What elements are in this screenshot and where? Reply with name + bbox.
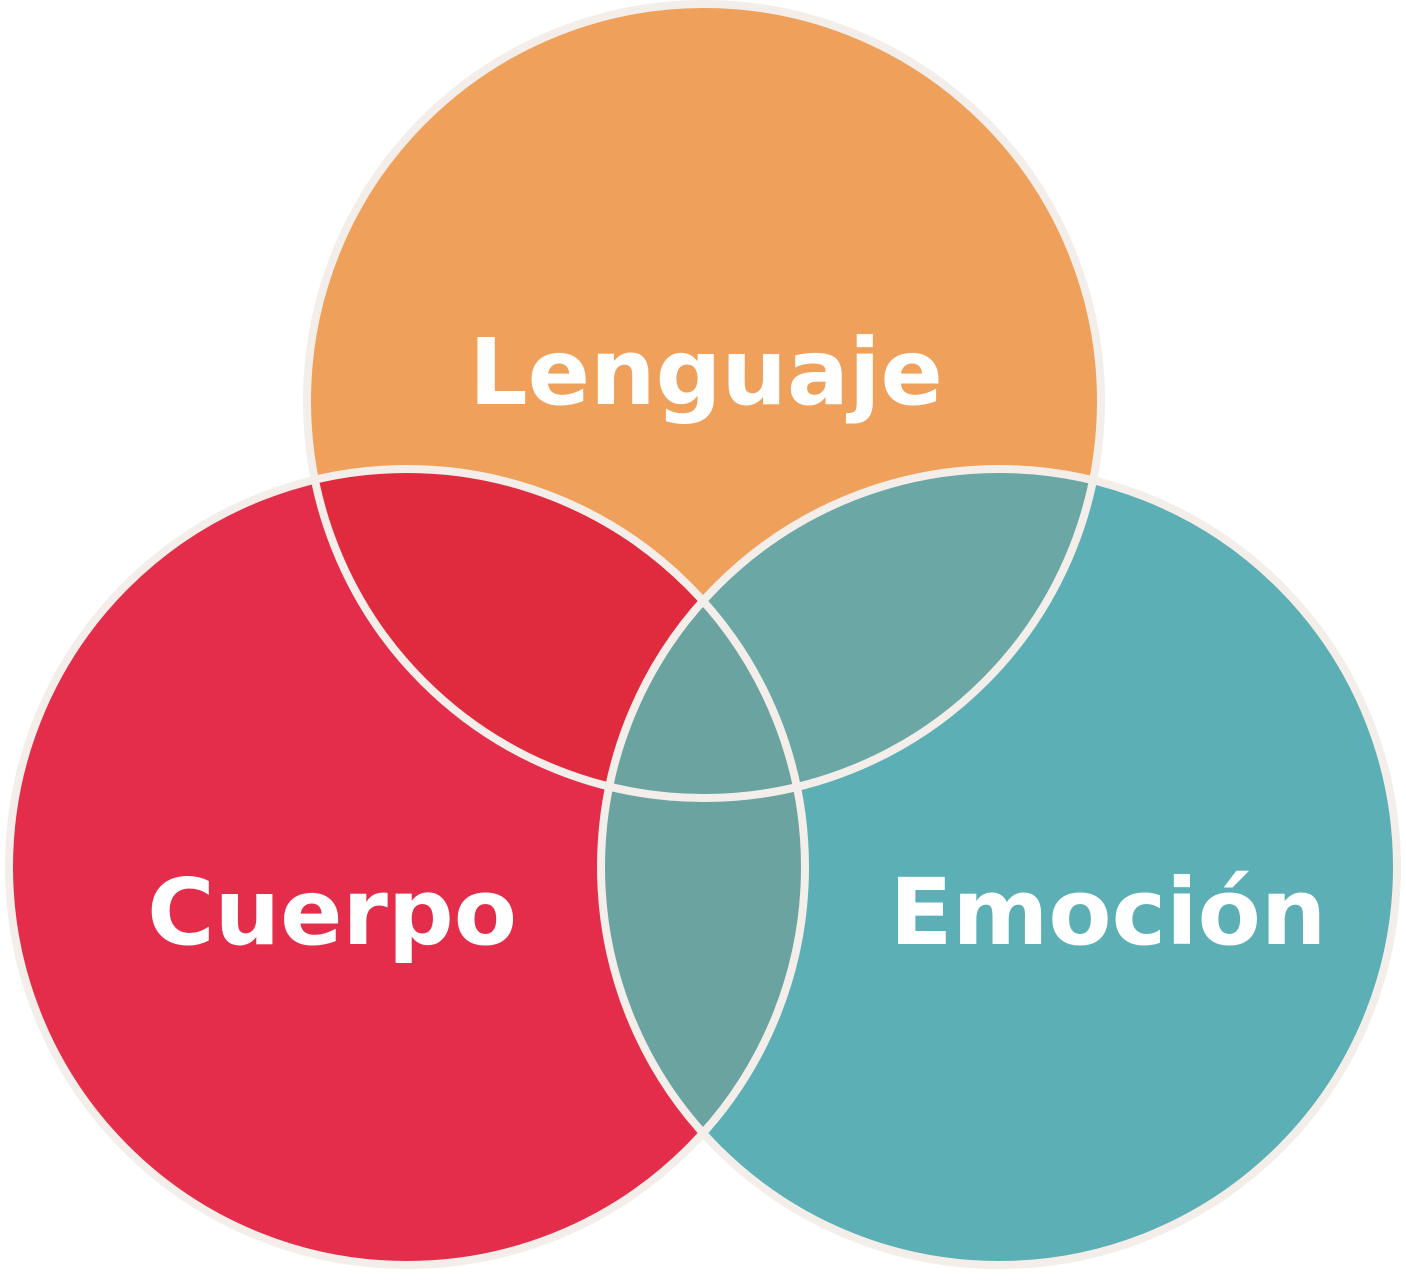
- outline-cuerpo: [5, 465, 809, 1269]
- overlap-lenguaje-emocion: [601, 469, 1101, 798]
- circle-outlines: [5, 0, 1401, 1269]
- outline-lenguaje: [303, 0, 1105, 802]
- outline-emocion: [597, 465, 1401, 1269]
- label-emocion: Emoción: [890, 859, 1327, 966]
- overlap-lenguaje-cuerpo: [307, 469, 805, 798]
- label-lenguaje: Lenguaje: [469, 319, 943, 426]
- label-cuerpo: Cuerpo: [147, 859, 517, 966]
